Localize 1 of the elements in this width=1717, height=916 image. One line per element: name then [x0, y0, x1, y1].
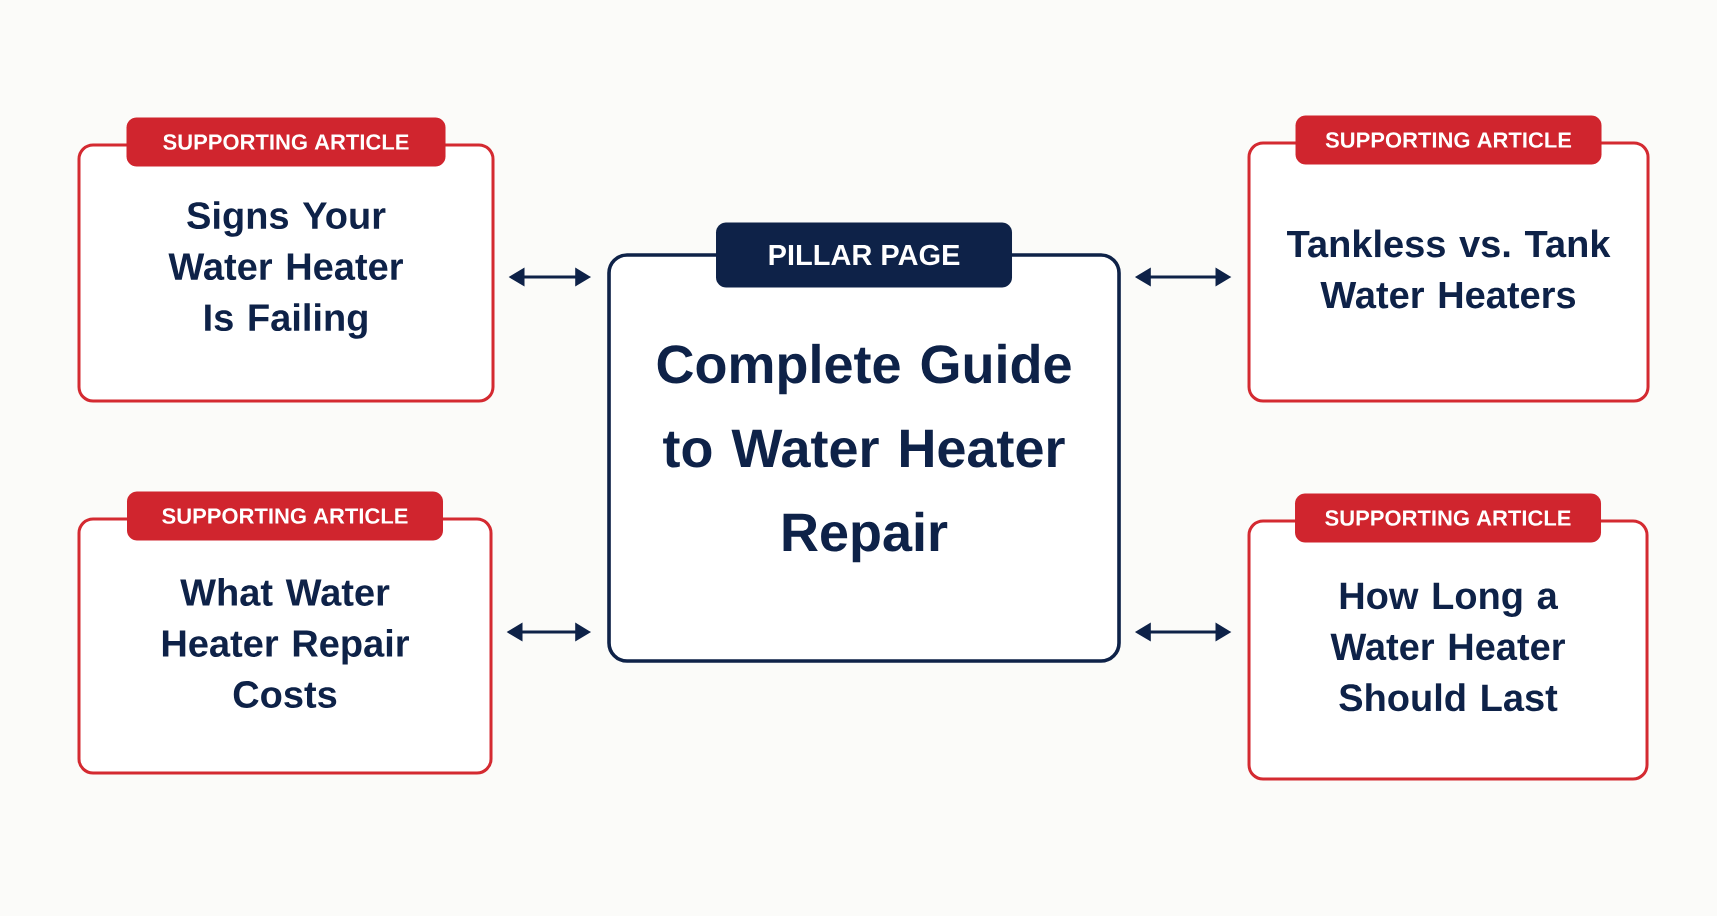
- category-tag: PILLAR PAGE: [716, 222, 1012, 288]
